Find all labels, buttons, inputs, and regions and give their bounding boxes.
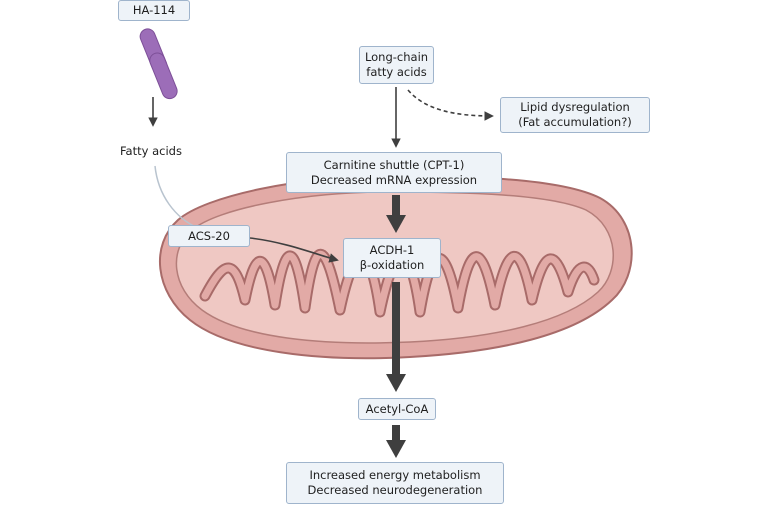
outcome-box: Increased energy metabolism Decreased ne… — [286, 462, 504, 504]
long-chain-line-1: Long-chain — [364, 50, 429, 64]
carnitine-line-1: Carnitine shuttle (CPT-1) — [323, 157, 465, 172]
acdh1-box: ACDH-1 β-oxidation — [343, 238, 441, 278]
outcome-line-2: Decreased neurodegeneration — [307, 483, 483, 497]
curve-fatty-acids-to-acs20 — [154, 165, 199, 229]
lipid-dysregulation-box: Lipid dysregulation (Fat accumulation?) — [500, 97, 650, 133]
pill-capsule-icon — [139, 28, 178, 100]
carnitine-shuttle-box: Carnitine shuttle (CPT-1) Decreased mRNA… — [286, 152, 502, 193]
acs20-box: ACS-20 — [168, 225, 250, 247]
outcome-line-1: Increased energy metabolism — [309, 468, 481, 482]
ha114-label: HA-114 — [132, 3, 176, 17]
acdh1-line-1: ACDH-1 — [369, 243, 415, 257]
arrow-long-chain-to-lipid-dashed — [407, 89, 494, 121]
acs20-label: ACS-20 — [188, 228, 230, 243]
ha114-box: HA-114 — [118, 0, 190, 21]
lipid-line-1: Lipid dysregulation — [520, 100, 630, 114]
lipid-line-2: (Fat accumulation?) — [518, 115, 632, 129]
long-chain-box: Long-chain fatty acids — [359, 46, 434, 84]
arrow-acs20-to-acdh1 — [249, 237, 339, 263]
acdh1-line-2: β-oxidation — [359, 258, 425, 272]
fatty-acids-label: Fatty acids — [120, 144, 182, 158]
long-chain-line-2: fatty acids — [366, 65, 427, 79]
carnitine-line-2: Decreased mRNA expression — [310, 172, 478, 187]
acetyl-coa-box: Acetyl-CoA — [358, 398, 436, 420]
acetyl-coa-label: Acetyl-CoA — [365, 401, 429, 416]
